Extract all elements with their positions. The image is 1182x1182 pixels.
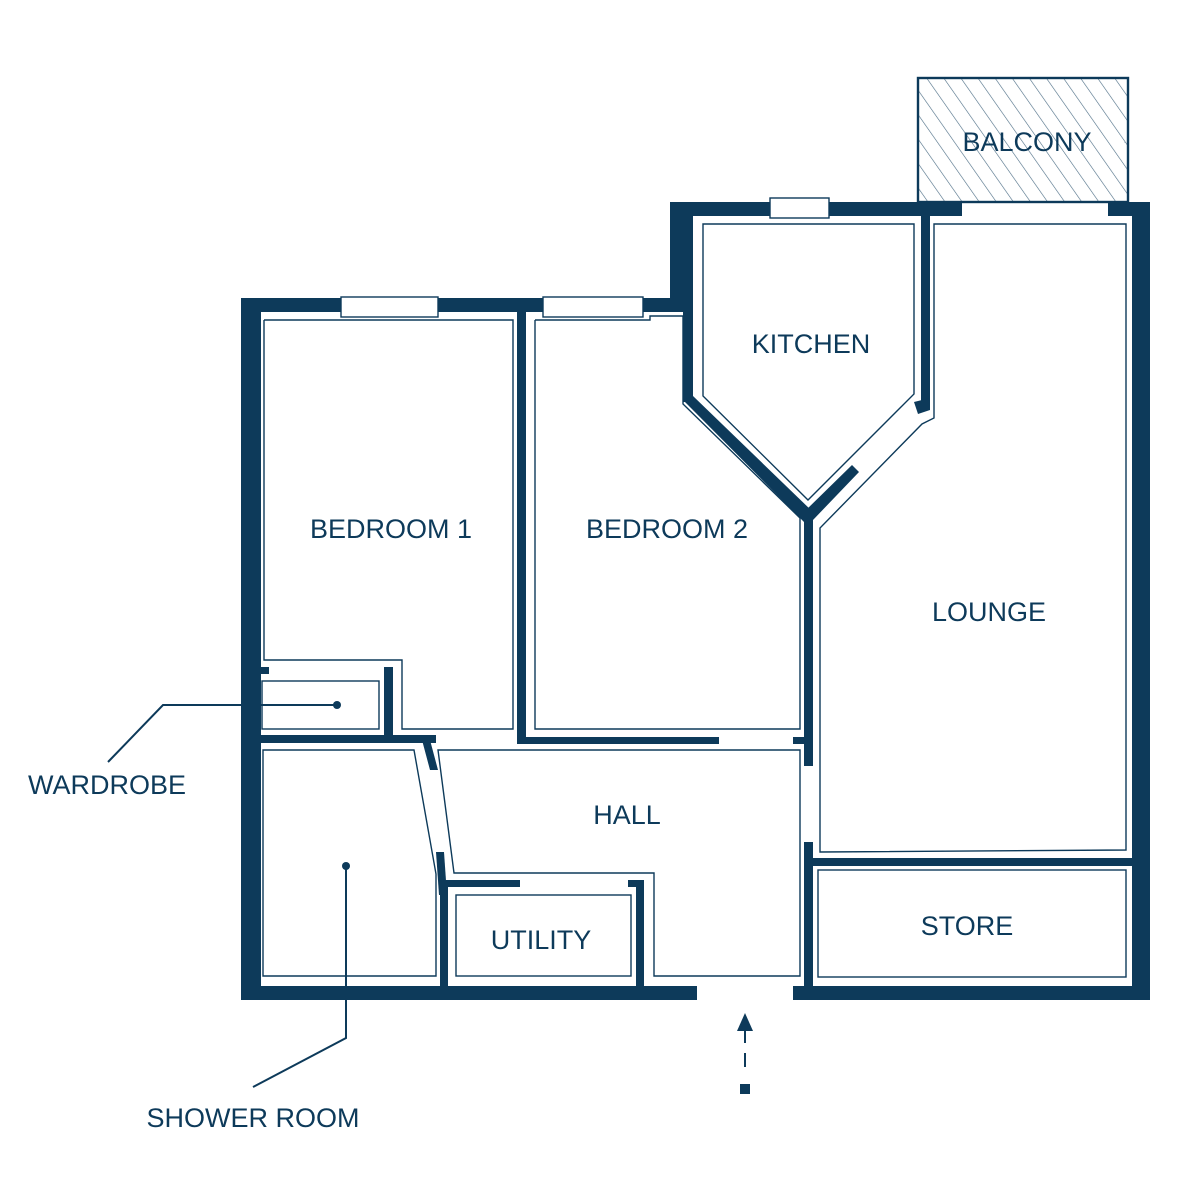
wardrobe-leader [107, 701, 341, 763]
wardrobe-label: WARDROBE [28, 770, 186, 800]
bedroom-1-label: BEDROOM 1 [310, 514, 472, 544]
inner-walls [261, 212, 1140, 988]
balcony [916, 76, 1130, 204]
hall-label: HALL [593, 800, 661, 830]
balcony-label: BALCONY [962, 127, 1091, 157]
windows [340, 197, 830, 318]
bedroom-2-label: BEDROOM 2 [586, 514, 748, 544]
entrance-arrow-icon [737, 1013, 753, 1094]
shower-room-label: SHOWER ROOM [147, 1103, 360, 1133]
lounge-label: LOUNGE [932, 597, 1046, 627]
shower-room-marker-dot [342, 862, 350, 870]
kitchen-label: KITCHEN [752, 329, 871, 359]
utility-label: UTILITY [491, 925, 592, 955]
store-label: STORE [921, 911, 1014, 941]
shower-room-leader [252, 862, 350, 1088]
wardrobe-marker-dot [333, 701, 341, 709]
outer-walls [241, 202, 1150, 1000]
room-outlines [261, 223, 1127, 978]
